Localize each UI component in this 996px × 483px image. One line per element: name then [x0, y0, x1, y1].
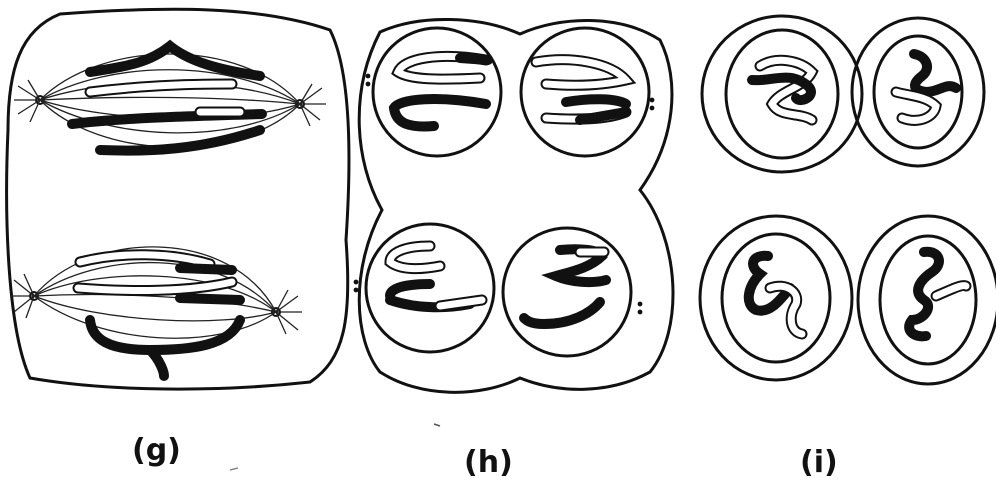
panel-label-h: (h) — [464, 445, 513, 480]
nucleus-h-top-left — [373, 28, 501, 156]
cell-membrane-g — [7, 9, 349, 389]
centrosome-h-tl — [366, 82, 371, 87]
chromosome-g-lower-2 — [180, 268, 232, 270]
centrosome-h-tl-2 — [366, 74, 371, 79]
spindle-lower — [10, 247, 302, 376]
chromosome-h-tl-1-dark — [460, 58, 488, 60]
centrosome-h-tr-2 — [650, 106, 655, 111]
panel-i: (i) — [700, 16, 996, 480]
scan-mark-2 — [230, 468, 238, 470]
panel-label-i: (i) — [800, 445, 838, 480]
centrosome-h-br-2 — [638, 310, 643, 315]
centrosome-h-bl — [354, 280, 359, 285]
centrosome-h-br — [638, 302, 643, 307]
spindle-upper — [14, 46, 326, 151]
chromosome-h-tr-2 — [566, 99, 626, 104]
centrosome-h-tr — [650, 98, 655, 103]
chromosome-h-tl-2 — [394, 99, 486, 126]
chromosome-g-lower-5 — [180, 298, 240, 300]
nucleus-h-top-right — [521, 28, 649, 156]
centrosome-h-bl-2 — [354, 288, 359, 293]
scan-mark-1 — [434, 424, 440, 426]
chromosome-i-tr-1 — [914, 54, 956, 92]
panel-g: (g) — [7, 9, 349, 468]
panel-label-g: (g) — [132, 433, 181, 468]
aster-lower-right — [276, 290, 302, 334]
chromosome-h-br-2 — [524, 302, 600, 324]
panel-h: (h) — [354, 19, 673, 480]
chromosome-g-lower-4 — [90, 320, 240, 376]
chromosome-i-tl-1-inner — [760, 60, 812, 120]
chromosome-h-bl-2 — [390, 284, 430, 296]
